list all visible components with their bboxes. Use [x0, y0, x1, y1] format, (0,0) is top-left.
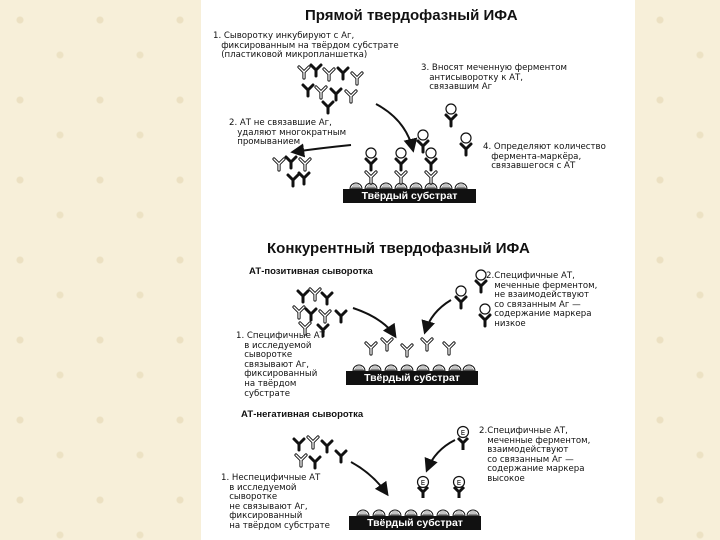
direct-elisa-title: Прямой твердофазный ИФА: [305, 7, 518, 24]
direct-bound-complexes: [364, 146, 438, 185]
enzyme-marker-label-3: Е: [461, 429, 465, 437]
direct-step-3-text: 3. Вносят меченную ферментом антисыворот…: [421, 63, 567, 93]
negative-step-2-text: 2.Специфичные АТ, меченные ферментом, вз…: [479, 426, 591, 484]
positive-serum-antibodies: [292, 287, 348, 338]
elisa-diagram-illustrations: Е Е Е: [272, 63, 492, 517]
direct-antigen-domes: [349, 182, 468, 190]
negative-step-1-text: 1. Неспецифичные АТ в исследуемой сыворо…: [221, 473, 330, 531]
negative-antigen-domes: [356, 509, 480, 517]
negative-solid-substrate: Твёрдый субстрат: [349, 516, 481, 530]
direct-step-2-text: 2. АТ не связавшие Аг, удаляют многократ…: [229, 118, 347, 148]
negative-bound-enzyme-antibodies: [416, 475, 466, 498]
direct-solid-substrate: Твёрдый субстрат: [343, 189, 476, 203]
enzyme-marker-label-2: Е: [457, 479, 461, 487]
negative-serum-antibodies: [292, 435, 348, 470]
negative-arrow-enzyme: [424, 439, 456, 473]
positive-arrow-serum: [352, 307, 397, 339]
positive-arrow-enzyme: [421, 299, 452, 335]
positive-bound-antibodies: [364, 337, 456, 358]
direct-arrow-incubate: [375, 103, 418, 153]
competitive-elisa-title: Конкурентный твердофазный ИФА: [267, 240, 530, 257]
positive-enzyme-antibodies: [454, 268, 492, 328]
direct-step-1-text: 1. Сыворотку инкубируют с Аг, фиксирован…: [213, 31, 399, 61]
negative-free-enzyme-antibody: [456, 425, 470, 450]
negative-serum-heading: АТ-негативная сыворотка: [241, 409, 364, 420]
enzyme-marker-label-1: Е: [421, 479, 425, 487]
direct-washed-antibodies: [272, 155, 312, 188]
positive-serum-heading: АТ-позитивная сыворотка: [249, 266, 373, 277]
slide-page: Прямой твердофазный ИФА 1. Сыворотку инк…: [201, 0, 635, 540]
negative-arrow-serum: [350, 461, 389, 497]
positive-solid-substrate: Твёрдый субстрат: [346, 371, 478, 385]
direct-serum-antibodies: [297, 63, 364, 115]
direct-step-4-text: 4. Определяют количество фермента-маркёр…: [483, 142, 606, 172]
positive-step-2-text: 2.Специфичные АТ, меченные ферментом, не…: [486, 271, 598, 329]
positive-step-1-text: 1. Специфичные АТ в исследуемой сыворотк…: [236, 331, 325, 399]
direct-enzyme-antibodies: [416, 102, 473, 157]
direct-arrow-wash: [290, 143, 352, 158]
positive-antigen-domes: [352, 364, 476, 372]
